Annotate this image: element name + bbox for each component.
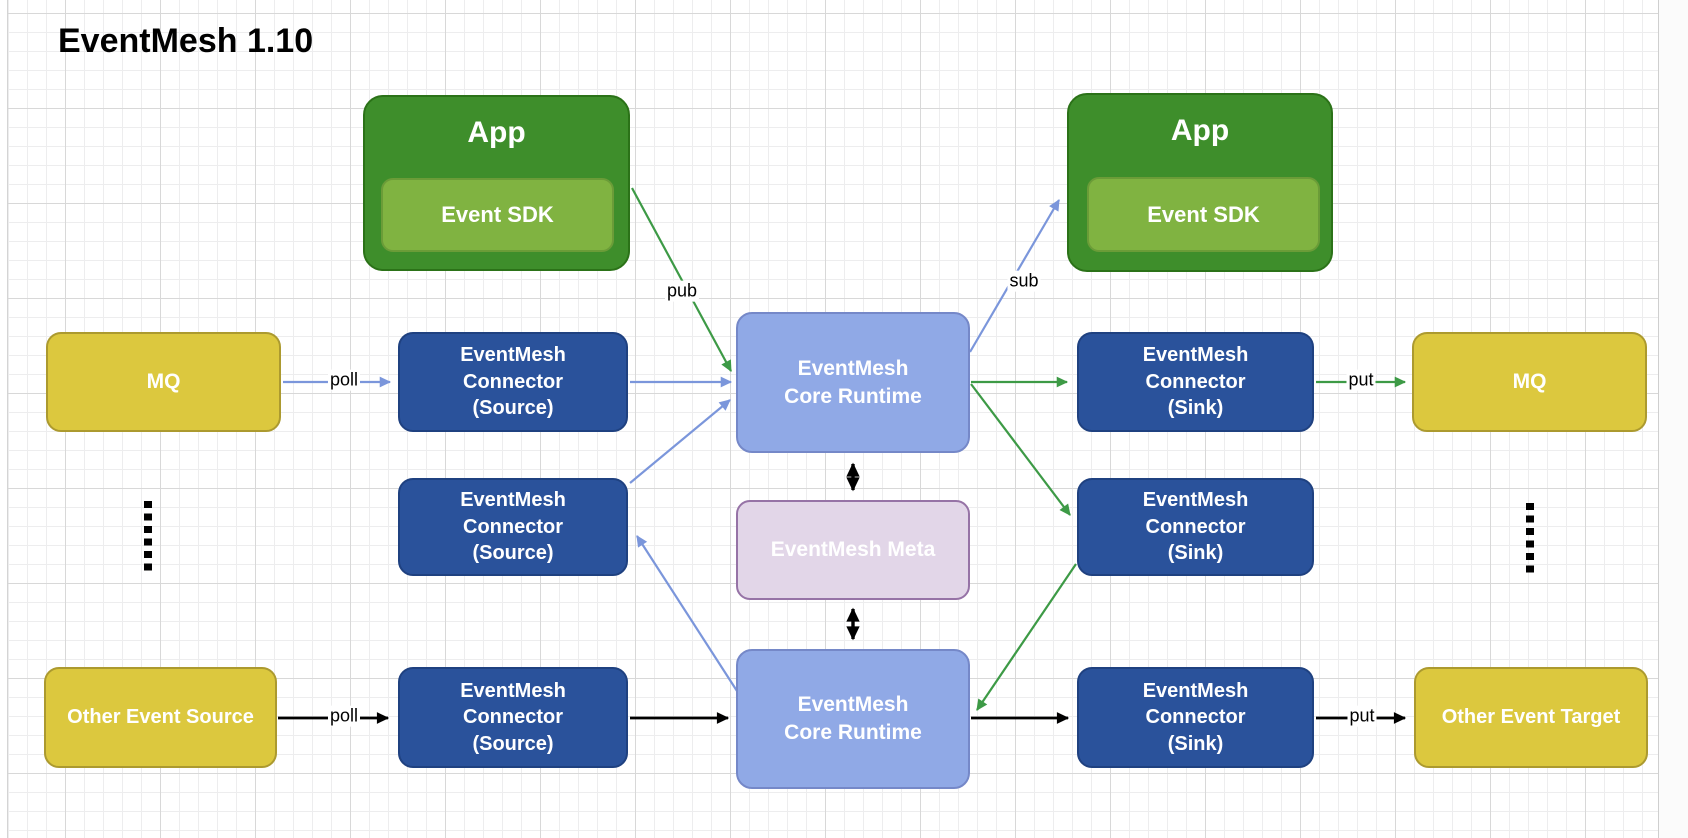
- ellipsis-more-targets-icon: [1526, 503, 1534, 573]
- edge-pub-app-to-runtime[interactable]: [631, 187, 732, 372]
- node-event-sdk-left[interactable]: Event SDK: [381, 178, 614, 252]
- edge-source-middle-to-runtime-top[interactable]: [629, 399, 731, 484]
- edge-label-put-bottom[interactable]: put: [1347, 705, 1377, 727]
- app-left-title: App: [467, 116, 526, 149]
- node-other-event-target[interactable]: Other Event Target: [1414, 667, 1648, 768]
- node-mq-right[interactable]: MQ: [1412, 332, 1647, 432]
- node-sink-connector-bottom[interactable]: EventMesh Connector (Sink): [1077, 667, 1314, 768]
- node-core-runtime-top[interactable]: EventMesh Core Runtime: [736, 312, 970, 453]
- edge-runtime-bottom-to-source-middle[interactable]: [636, 535, 738, 692]
- app-right-title: App: [1170, 114, 1230, 147]
- node-event-sdk-right[interactable]: Event SDK: [1087, 177, 1320, 252]
- edge-runtime-top-to-sink-middle[interactable]: [970, 383, 1071, 516]
- edge-label-poll-top[interactable]: poll: [327, 369, 361, 391]
- edge-label-pub[interactable]: pub: [664, 280, 700, 302]
- node-mq-left[interactable]: MQ: [46, 332, 281, 432]
- page-edge-left: [0, 0, 8, 838]
- ellipsis-more-sources-icon: [144, 501, 152, 575]
- node-sink-connector-top[interactable]: EventMesh Connector (Sink): [1077, 332, 1314, 432]
- node-core-runtime-bottom[interactable]: EventMesh Core Runtime: [736, 649, 970, 789]
- node-sink-connector-middle[interactable]: EventMesh Connector (Sink): [1077, 478, 1314, 576]
- node-app-right[interactable]: App Event SDK: [1067, 93, 1333, 272]
- diagram-title: EventMesh 1.10: [58, 22, 314, 60]
- node-source-connector-bottom[interactable]: EventMesh Connector (Source): [398, 667, 628, 768]
- edge-sink-middle-to-runtime-bottom[interactable]: [976, 563, 1077, 711]
- edge-label-poll-bottom[interactable]: poll: [327, 705, 361, 727]
- node-eventmesh-meta[interactable]: EventMesh Meta: [736, 500, 970, 600]
- node-source-connector-middle[interactable]: EventMesh Connector (Source): [398, 478, 628, 576]
- edge-label-sub[interactable]: sub: [1007, 270, 1041, 292]
- edge-label-put-top[interactable]: put: [1346, 369, 1376, 391]
- node-app-left[interactable]: App Event SDK: [363, 95, 630, 271]
- node-other-event-source[interactable]: Other Event Source: [44, 667, 277, 768]
- page-edge-right: [1658, 0, 1688, 838]
- node-source-connector-top[interactable]: EventMesh Connector (Source): [398, 332, 628, 432]
